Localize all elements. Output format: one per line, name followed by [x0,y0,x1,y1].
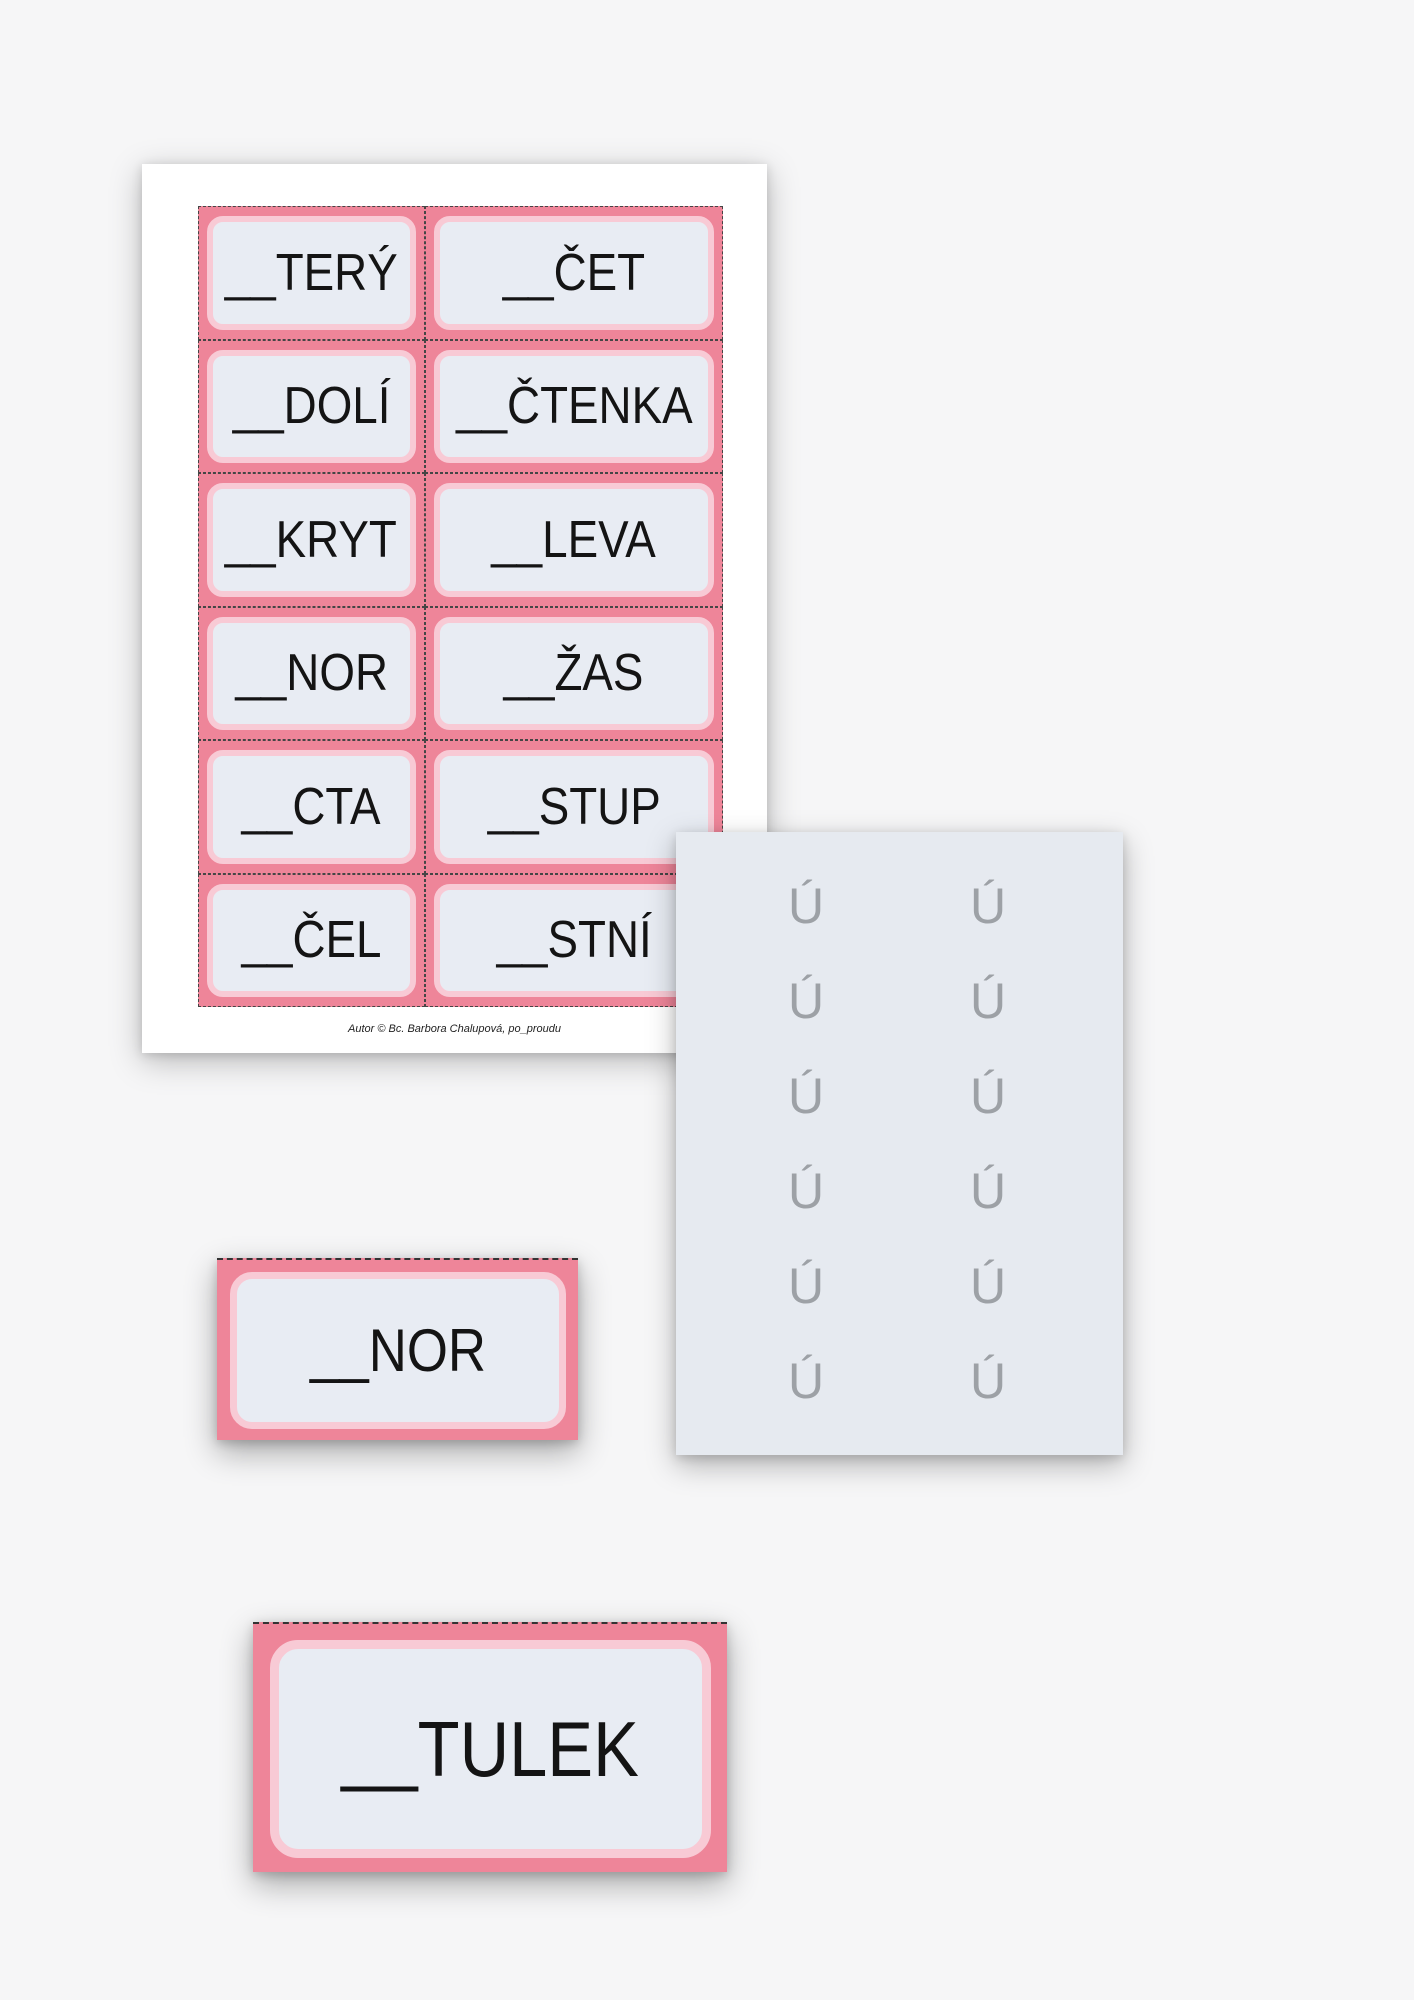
answer-row: Ú Ú [676,1048,1123,1143]
word-card-face: __TERÝ [207,216,416,330]
word-card-face: __NOR [207,616,416,730]
word-card[interactable]: __DOLÍ [198,339,425,473]
answer-letter: Ú [788,972,825,1029]
answer-letter: Ú [969,1352,1007,1409]
word-card[interactable]: __NOR [198,606,425,740]
word-card[interactable]: __ČTENKA [424,339,724,473]
worksheet-page: __TERÝ __ČET __DOLÍ __ČTENKA [142,164,767,1053]
word-card-label: __ŽAS [503,644,644,703]
word-card[interactable]: __STUP [424,740,724,874]
word-card-label: __KRYT [225,510,398,569]
word-card-face: __NOR [230,1272,566,1429]
word-card[interactable]: __ČEL [198,873,425,1007]
loose-card-tulek[interactable]: __TULEK [253,1622,727,1872]
answer-row: Ú Ú [676,1238,1123,1333]
word-card-face: __STNÍ [433,883,715,997]
answer-letter: Ú [788,877,825,934]
word-card-label: __CTA [241,777,381,836]
answer-row: Ú Ú [676,953,1123,1048]
answer-row: Ú Ú [676,858,1123,953]
author-credit: Autor © Bc. Barbora Chalupová, po_proudu [348,1023,561,1035]
word-card[interactable]: __ČET [424,206,724,340]
word-card[interactable]: __TERÝ [198,206,425,340]
word-card-face: __STUP [433,750,715,864]
answer-letter: Ú [969,1162,1007,1219]
word-card-label: __NOR [234,644,388,703]
answer-letter: Ú [788,1067,825,1124]
answer-letter: Ú [969,972,1007,1029]
word-card-label: __STUP [487,777,661,836]
answer-row: Ú Ú [676,1143,1123,1238]
word-card[interactable]: __ŽAS [424,606,724,740]
word-card-face: __TULEK [270,1640,711,1858]
answer-letter: Ú [969,1257,1007,1314]
word-card-label: __STNÍ [496,911,652,970]
word-card-label: __TULEK [341,1705,640,1793]
answer-letter: Ú [969,1067,1007,1124]
word-card-label: __ČET [502,243,646,302]
word-card[interactable]: __CTA [198,740,425,874]
word-card-label: __NOR [309,1316,487,1384]
answer-panel[interactable]: Ú Ú Ú Ú Ú Ú Ú Ú Ú Ú Ú Ú [676,832,1123,1455]
word-card-face: __ČTENKA [433,349,715,463]
word-card-face: __ČEL [207,883,416,997]
word-card[interactable]: __STNÍ [424,873,724,1007]
word-card-label: __ČEL [241,911,382,970]
answer-letter: Ú [788,1162,825,1219]
answer-letter: Ú [788,1257,825,1314]
word-card-label: __DOLÍ [232,377,391,436]
answer-letter: Ú [788,1352,825,1409]
loose-card-nor[interactable]: __NOR [217,1258,578,1440]
word-card[interactable]: __LEVA [424,473,724,607]
answer-row: Ú Ú [676,1333,1123,1428]
word-card-label: __ČTENKA [455,377,693,436]
word-card-face: __ČET [433,216,715,330]
word-card-face: __CTA [207,750,416,864]
word-card-face: __LEVA [433,483,715,597]
word-card[interactable]: __KRYT [198,473,425,607]
answer-letter: Ú [969,877,1007,934]
word-card-label: __LEVA [491,510,657,569]
word-card-face: __ŽAS [433,616,715,730]
word-card-label: __TERÝ [224,243,398,302]
word-card-face: __KRYT [207,483,416,597]
word-card-face: __DOLÍ [207,349,416,463]
card-grid: __TERÝ __ČET __DOLÍ __ČTENKA [198,206,724,1007]
